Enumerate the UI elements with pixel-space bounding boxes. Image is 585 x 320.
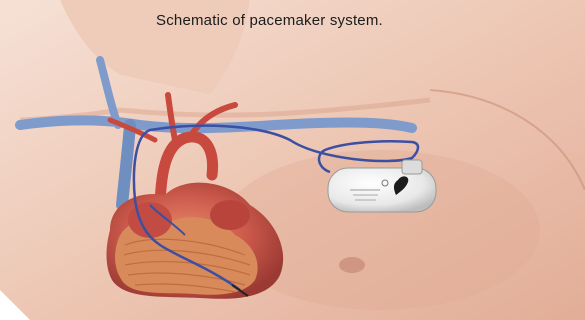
right-atrium (128, 202, 172, 238)
superior-vena-cava (122, 125, 130, 205)
nipple (339, 257, 365, 273)
figure-caption: Schematic of pacemaker system. (156, 12, 383, 29)
left-atrium (210, 200, 250, 230)
